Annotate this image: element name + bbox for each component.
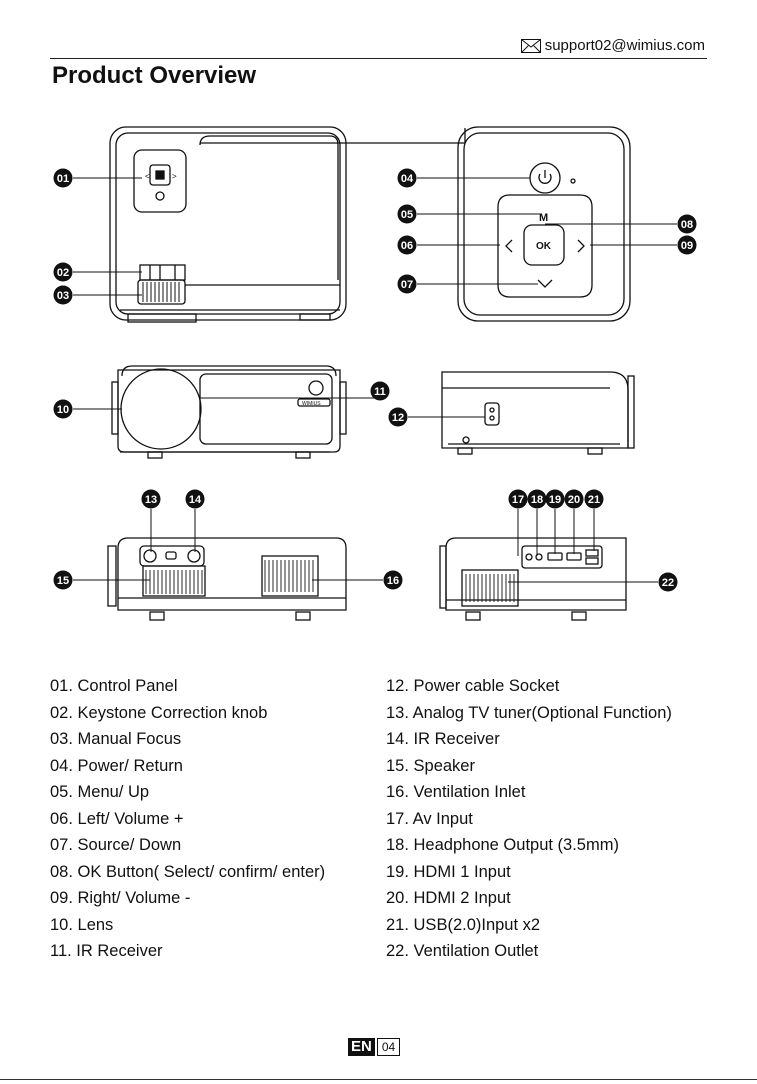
callout-badge-11: 11 <box>370 381 390 401</box>
svg-text:22: 22 <box>662 577 674 589</box>
legend-item: 20. HDMI 2 Input <box>386 889 511 907</box>
legend-item: 12. Power cable Socket <box>386 677 560 695</box>
callout-badge-17: 17 <box>508 489 528 509</box>
svg-text:03: 03 <box>57 290 69 302</box>
callout-badge-01: 01 <box>53 168 73 188</box>
legend-item: 08. OK Button( Select/ confirm/ enter) <box>50 862 326 881</box>
email-address: support02@wimius.com <box>544 37 705 54</box>
legend-item: 03. Manual Focus <box>50 730 182 748</box>
envelope-icon <box>520 38 541 53</box>
legend-item: 04. Power/ Return <box>50 756 183 775</box>
legend-item: 21. USB(2.0)Input x2 <box>386 915 541 934</box>
svg-text:18: 18 <box>531 494 543 506</box>
svg-text:05: 05 <box>401 209 413 221</box>
callout-badges: 01 02 03 04 05 06 07 08 09 10 11 12 13 1… <box>53 168 697 592</box>
callout-badge-22: 22 <box>658 572 678 592</box>
callout-badge-10: 10 <box>53 399 73 419</box>
figure-rear-view <box>107 537 347 621</box>
svg-text:01: 01 <box>57 173 69 185</box>
legend-item: 09. Right/ Volume - <box>50 889 191 907</box>
svg-text:21: 21 <box>588 494 600 506</box>
leader-lines <box>73 177 677 583</box>
legend-item: 10. Lens <box>50 915 114 934</box>
figure-side-view <box>441 371 635 455</box>
legend-item: 13. Analog TV tuner(Optional Function) <box>386 703 672 722</box>
legend-item: 18. Headphone Output (3.5mm) <box>386 836 619 854</box>
svg-text:13: 13 <box>145 494 157 506</box>
callout-badge-20: 20 <box>564 489 584 509</box>
svg-text:<: < <box>145 172 150 181</box>
callout-badge-19: 19 <box>545 489 565 509</box>
figure-ports-view <box>439 537 627 621</box>
legend-item: 02. Keystone Correction knob <box>50 703 268 722</box>
svg-text:15: 15 <box>57 575 69 587</box>
svg-text:10: 10 <box>57 404 69 416</box>
callout-badge-13: 13 <box>141 489 161 509</box>
callout-badge-16: 16 <box>383 570 403 590</box>
page-footer: EN 04 <box>348 1038 401 1056</box>
callout-badge-04: 04 <box>397 168 417 188</box>
vent-patterns <box>145 560 515 602</box>
legend-item: 11. IR Receiver <box>50 942 163 960</box>
callout-badge-15: 15 <box>53 570 73 590</box>
svg-text:19: 19 <box>549 494 561 506</box>
legend-item: 01. Control Panel <box>50 677 178 695</box>
callout-badge-18: 18 <box>527 489 547 509</box>
callout-badge-08: 08 <box>677 214 697 234</box>
bottom-divider <box>0 1079 757 1080</box>
callout-badge-03: 03 <box>53 285 73 305</box>
callout-badge-09: 09 <box>677 235 697 255</box>
figure-top-view: < > <box>109 126 466 323</box>
callout-badge-21: 21 <box>584 489 604 509</box>
legend-item: 16. Ventilation Inlet <box>386 783 526 801</box>
svg-text:02: 02 <box>57 267 69 279</box>
ok-label: OK <box>536 241 552 252</box>
brand-label: WIMIUS <box>302 401 321 407</box>
callout-badge-14: 14 <box>185 489 205 509</box>
svg-text:11: 11 <box>374 386 386 398</box>
svg-text:09: 09 <box>681 240 693 252</box>
header-divider <box>50 58 707 59</box>
legend-item: 06. Left/ Volume + <box>50 809 184 828</box>
svg-text:06: 06 <box>401 240 413 252</box>
callout-badge-12: 12 <box>388 407 408 427</box>
svg-text:07: 07 <box>401 279 413 291</box>
page-title: Product Overview <box>52 62 257 89</box>
svg-text:04: 04 <box>401 173 414 185</box>
callout-badge-05: 05 <box>397 204 417 224</box>
legend-left-column: 01. Control Panel 02. Keystone Correctio… <box>50 673 325 965</box>
svg-text:12: 12 <box>392 412 404 424</box>
language-badge: EN <box>348 1038 375 1056</box>
legend-item: 17. Av Input <box>386 809 473 828</box>
svg-text:20: 20 <box>568 494 580 506</box>
svg-text:17: 17 <box>512 494 524 506</box>
callout-badge-07: 07 <box>397 274 417 294</box>
legend-item: 19. HDMI 1 Input <box>386 862 511 881</box>
header-email: support02@wimius.com <box>520 37 705 54</box>
legend-right-column: 12. Power cable Socket 13. Analog TV tun… <box>386 673 672 965</box>
legend-item: 22. Ventilation Outlet <box>386 942 539 960</box>
legend-item: 15. Speaker <box>386 756 475 775</box>
legend-item: 14. IR Receiver <box>386 730 500 748</box>
page-number: 04 <box>376 1038 401 1056</box>
callout-badge-02: 02 <box>53 262 73 282</box>
svg-text:08: 08 <box>681 219 693 231</box>
callout-badge-06: 06 <box>397 235 417 255</box>
svg-text:14: 14 <box>189 494 202 506</box>
menu-label: M <box>539 212 548 224</box>
legend-item: 07. Source/ Down <box>50 836 182 854</box>
figure-front-view: WIMIUS <box>111 365 347 459</box>
legend-item: 05. Menu/ Up <box>50 783 150 801</box>
svg-text:>: > <box>172 172 177 181</box>
svg-text:16: 16 <box>387 575 399 587</box>
